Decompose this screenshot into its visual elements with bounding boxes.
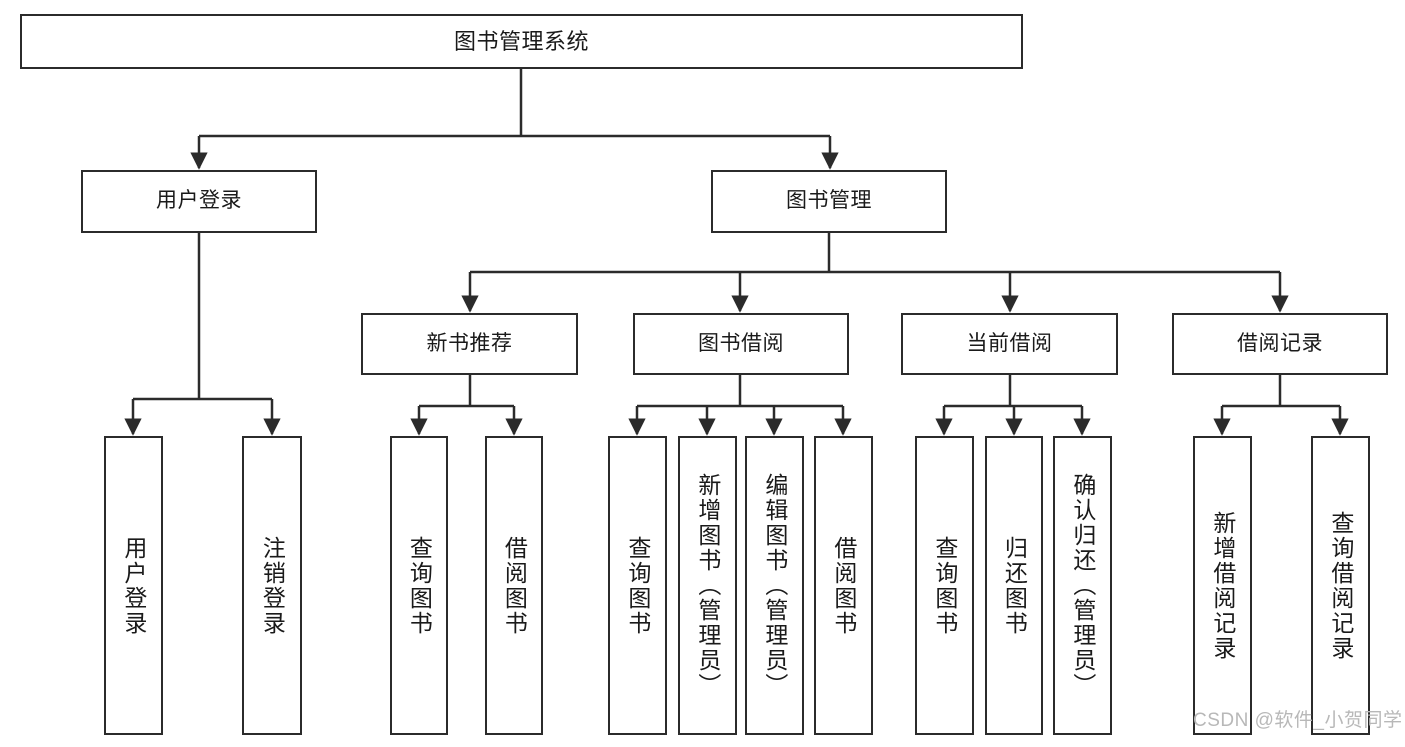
node-root-label: 图书管理系统 (453, 28, 589, 54)
node-new-book-recommend-label: 新书推荐 (426, 331, 513, 355)
node-leaf-borrow-book-1[interactable]: 借阅图书 (485, 436, 543, 735)
node-leaf-add-book-admin-label: 新增图书（管理员） (694, 473, 721, 698)
node-book-management[interactable]: 图书管理 (711, 170, 947, 233)
node-leaf-add-borrow-record[interactable]: 新增借阅记录 (1193, 436, 1252, 735)
node-current-borrow[interactable]: 当前借阅 (901, 313, 1118, 375)
node-borrow-record[interactable]: 借阅记录 (1172, 313, 1388, 375)
node-leaf-query-borrow-record-label: 查询借阅记录 (1327, 510, 1354, 661)
node-borrow-record-label: 借阅记录 (1237, 331, 1323, 355)
node-leaf-user-login[interactable]: 用户登录 (104, 436, 163, 735)
node-leaf-user-logout-label: 注销登录 (259, 535, 286, 636)
node-leaf-query-book-3-label: 查询图书 (931, 535, 958, 636)
node-leaf-query-book-1[interactable]: 查询图书 (390, 436, 448, 735)
node-current-borrow-label: 当前借阅 (966, 331, 1053, 355)
node-leaf-borrow-book-2[interactable]: 借阅图书 (814, 436, 873, 735)
node-leaf-add-book-admin[interactable]: 新增图书（管理员） (678, 436, 737, 735)
node-book-borrow-label: 图书借阅 (698, 331, 784, 355)
node-leaf-query-book-2-label: 查询图书 (624, 535, 651, 636)
node-leaf-confirm-return-admin-label: 确认归还（管理员） (1069, 473, 1096, 698)
node-user-login-label: 用户登录 (156, 189, 242, 213)
node-leaf-query-borrow-record[interactable]: 查询借阅记录 (1311, 436, 1370, 735)
node-leaf-borrow-book-2-label: 借阅图书 (830, 535, 857, 636)
node-leaf-borrow-book-1-label: 借阅图书 (501, 535, 528, 636)
node-leaf-query-book-3[interactable]: 查询图书 (915, 436, 974, 735)
node-leaf-add-borrow-record-label: 新增借阅记录 (1209, 510, 1236, 661)
node-leaf-query-book-2[interactable]: 查询图书 (608, 436, 667, 735)
node-new-book-recommend[interactable]: 新书推荐 (361, 313, 578, 375)
node-leaf-query-book-1-label: 查询图书 (406, 535, 433, 636)
node-leaf-edit-book-admin-label: 编辑图书（管理员） (761, 473, 788, 698)
node-leaf-user-logout[interactable]: 注销登录 (242, 436, 302, 735)
node-user-login[interactable]: 用户登录 (81, 170, 317, 233)
node-leaf-edit-book-admin[interactable]: 编辑图书（管理员） (745, 436, 804, 735)
node-leaf-user-login-label: 用户登录 (120, 535, 147, 636)
node-leaf-return-book[interactable]: 归还图书 (985, 436, 1043, 735)
node-book-borrow[interactable]: 图书借阅 (633, 313, 849, 375)
node-leaf-confirm-return-admin[interactable]: 确认归还（管理员） (1053, 436, 1112, 735)
node-book-management-label: 图书管理 (786, 189, 872, 213)
node-root[interactable]: 图书管理系统 (20, 14, 1023, 69)
node-leaf-return-book-label: 归还图书 (1001, 535, 1028, 636)
watermark: CSDN @软件_小贺同学 (1193, 710, 1403, 731)
